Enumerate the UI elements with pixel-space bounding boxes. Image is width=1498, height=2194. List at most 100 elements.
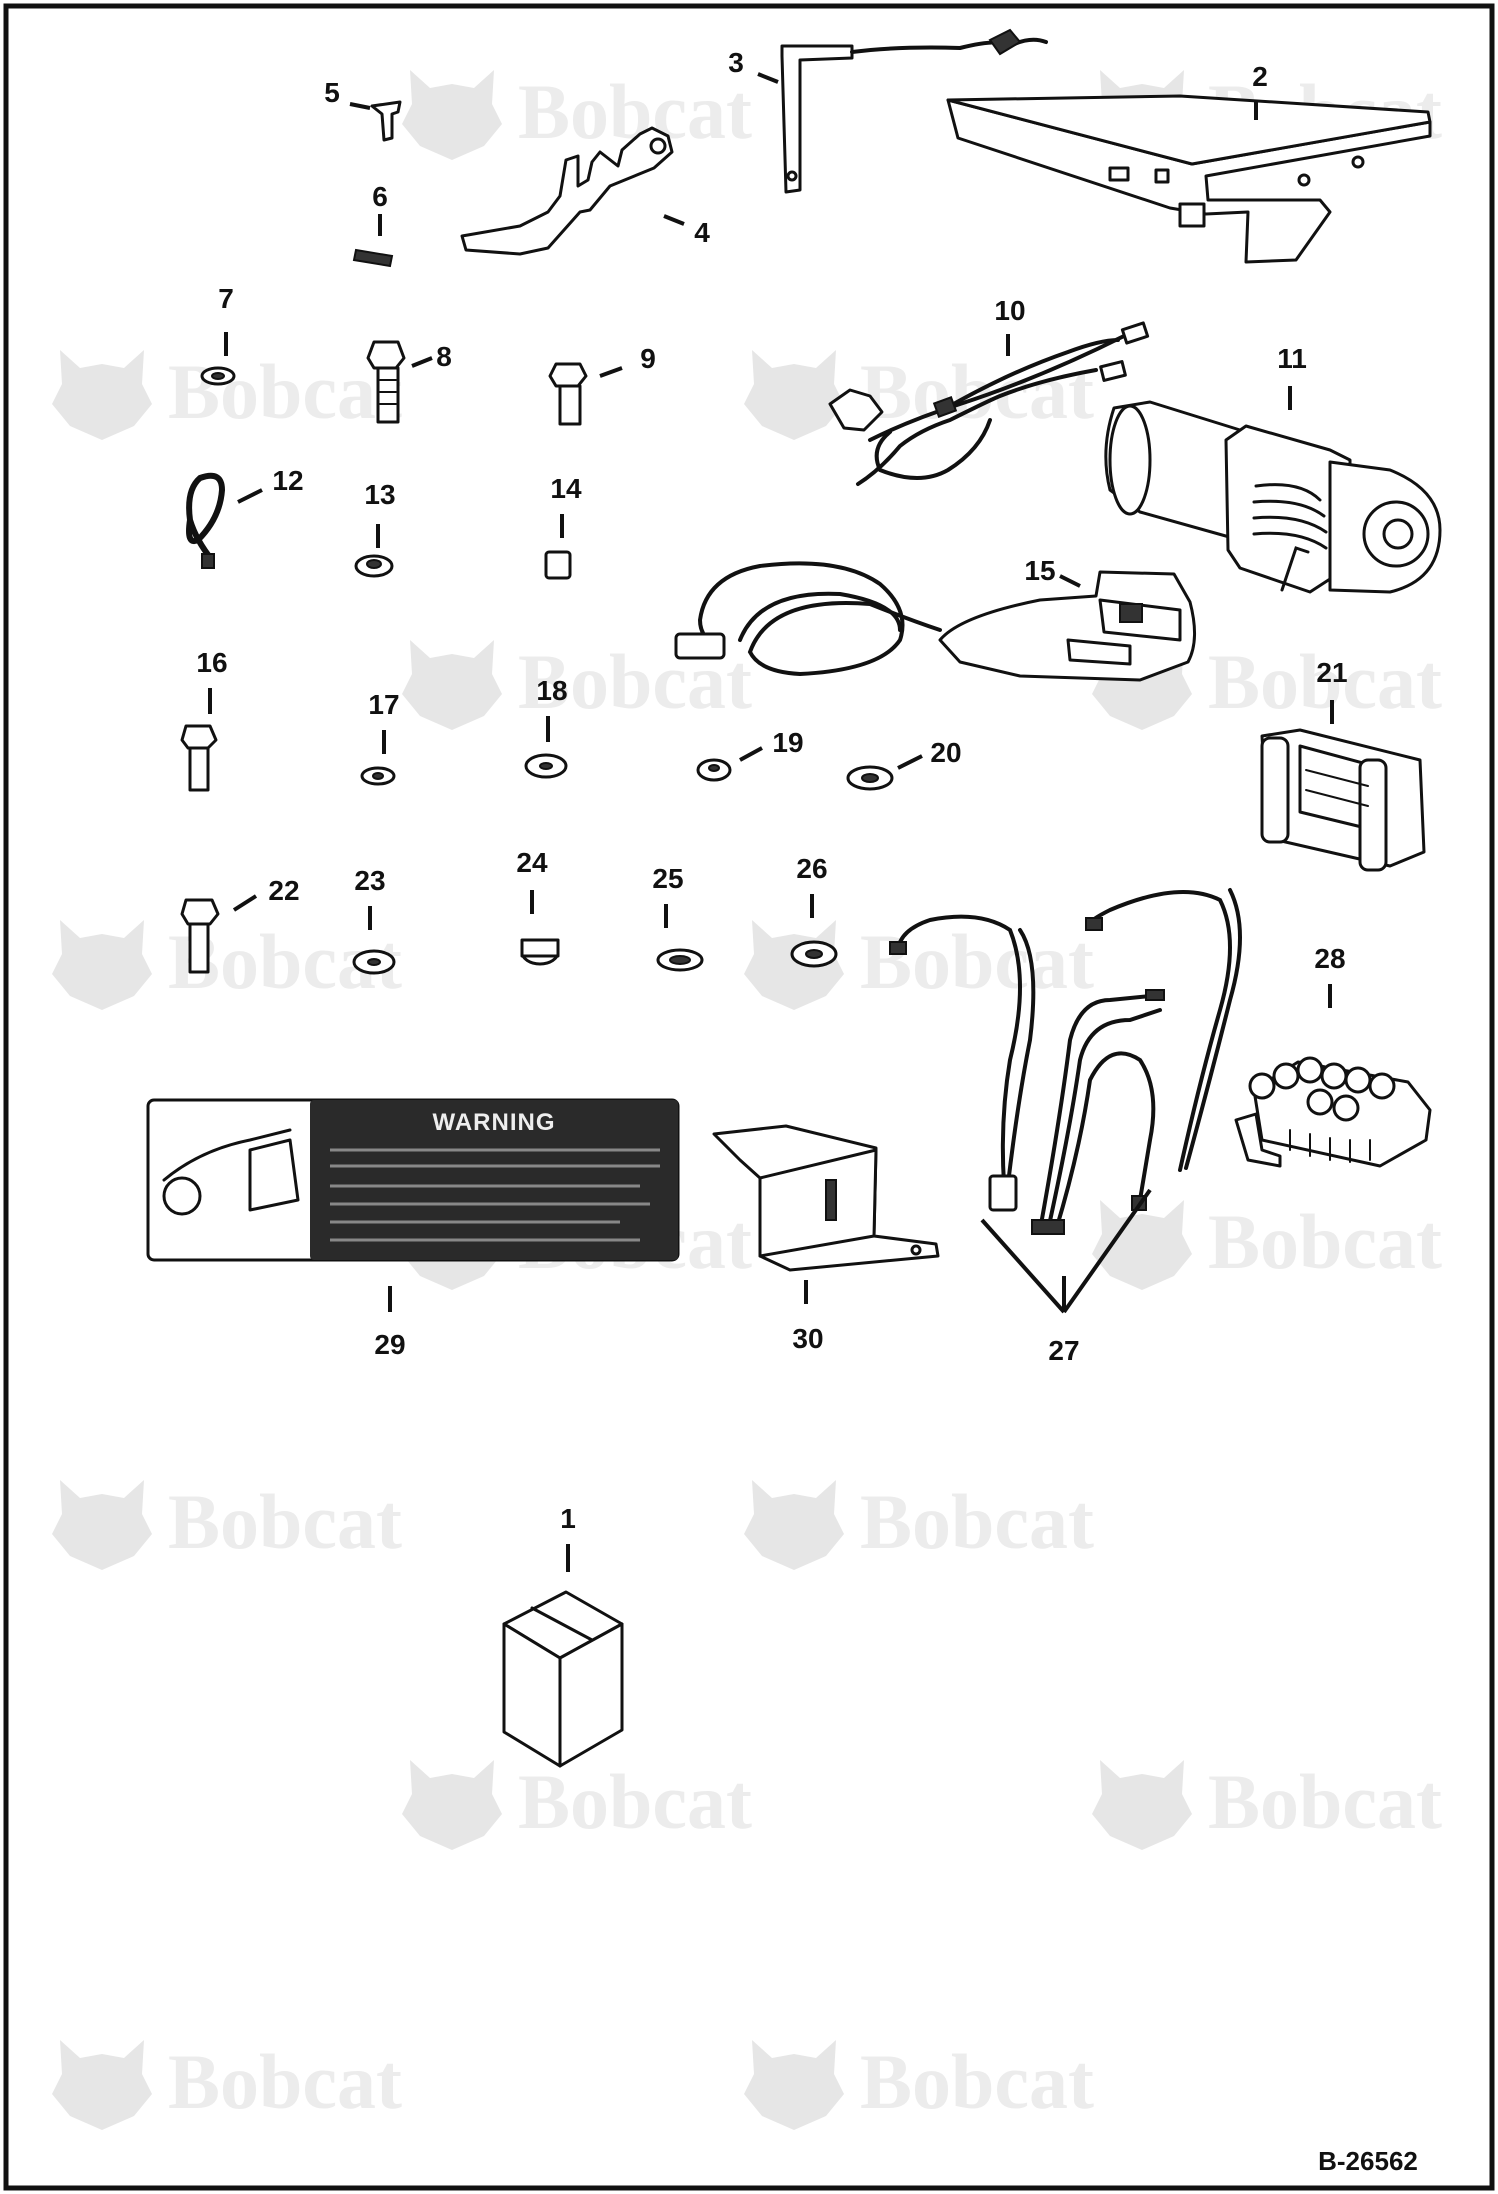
part-25-washer <box>656 948 704 972</box>
watermark: Bobcat <box>52 1478 402 1570</box>
part-1-kit-box <box>502 1590 624 1768</box>
bobcat-logo-icon <box>52 2040 152 2130</box>
watermark: Bobcat <box>1092 1758 1442 1850</box>
part-11-winch <box>1104 400 1442 594</box>
part-24-nut <box>520 938 560 966</box>
watermark: Bobcat <box>744 2038 1094 2130</box>
watermark-text: Bobcat <box>168 1478 402 1565</box>
watermark-text: Bobcat <box>168 2038 402 2125</box>
callout-16: 16 <box>196 647 227 678</box>
part-12-strap <box>186 472 226 569</box>
callout-1: 1 <box>560 1503 576 1534</box>
part-5-pin <box>370 100 402 142</box>
bobcat-logo-icon <box>744 1480 844 1570</box>
watermark-text: Bobcat <box>1208 1198 1442 1285</box>
bobcat-logo-icon <box>1092 1200 1192 1290</box>
part-30-bracket <box>712 1124 940 1272</box>
part-6-clip <box>352 248 394 268</box>
watermark-text: Bobcat <box>168 348 402 435</box>
watermark: Bobcat <box>744 348 1094 440</box>
part-20-washer <box>846 765 894 791</box>
watermark-text: Bobcat <box>860 2038 1094 2125</box>
callout-23: 23 <box>354 865 385 896</box>
part-3-lever <box>780 28 1048 194</box>
bobcat-logo-icon <box>402 640 502 730</box>
callout-30: 30 <box>792 1323 823 1354</box>
callout-4: 4 <box>694 217 710 248</box>
part-10-wiring-harness <box>828 321 1150 486</box>
watermark: Bobcat <box>744 1478 1094 1570</box>
part-9-bolt <box>548 362 588 426</box>
callout-13: 13 <box>364 479 395 510</box>
bobcat-logo-icon <box>1092 1760 1192 1850</box>
callout-12: 12 <box>272 465 303 496</box>
part-17-washer <box>360 766 396 786</box>
callout-7: 7 <box>218 283 234 314</box>
watermark: Bobcat <box>402 1758 752 1850</box>
bobcat-logo-icon <box>744 920 844 1010</box>
watermark-text: Bobcat <box>518 1758 752 1845</box>
part-29-decal: WARNING <box>146 1098 680 1262</box>
callout-14: 14 <box>550 473 582 504</box>
callout-17: 17 <box>368 689 399 720</box>
watermark-text: Bobcat <box>860 1478 1094 1565</box>
part-28-solenoid <box>1234 1056 1432 1168</box>
bobcat-logo-icon <box>744 350 844 440</box>
callout-3: 3 <box>728 47 744 78</box>
callout-29: 29 <box>374 1329 405 1360</box>
bobcat-logo-icon <box>52 1480 152 1570</box>
watermark: Bobcat <box>52 918 402 1010</box>
callout-20: 20 <box>930 737 961 768</box>
bobcat-logo-icon <box>402 70 502 160</box>
part-18-washer <box>524 753 568 779</box>
watermark: Bobcat <box>1092 638 1442 730</box>
part-23-washer <box>352 949 396 975</box>
callout-6: 6 <box>372 181 388 212</box>
watermark: Bobcat <box>52 2038 402 2130</box>
watermark: Bobcat <box>402 638 752 730</box>
part-16-bolt <box>180 724 218 792</box>
watermark: Bobcat <box>744 918 1094 1010</box>
leader-lines <box>208 72 1334 1572</box>
callout-11: 11 <box>1277 343 1307 374</box>
callout-21: 21 <box>1316 657 1347 688</box>
callout-27: 27 <box>1048 1335 1079 1366</box>
page-border <box>3 3 1495 2191</box>
callout-26: 26 <box>796 853 827 884</box>
part-4-bracket <box>460 126 674 256</box>
part-15-remote-control <box>674 561 1196 682</box>
bobcat-logo-icon <box>402 1760 502 1850</box>
part-26-washer <box>790 940 838 968</box>
callout-2: 2 <box>1252 61 1268 92</box>
callout-labels: 1 2 3 4 5 6 7 8 9 10 11 12 13 14 15 16 1… <box>196 47 1347 1534</box>
callout-28: 28 <box>1314 943 1345 974</box>
watermark-text: Bobcat <box>1208 638 1442 725</box>
bobcat-logo-icon <box>52 350 152 440</box>
part-2-mount-frame <box>946 94 1432 264</box>
callout-5: 5 <box>324 77 340 108</box>
watermark: Bobcat <box>52 348 402 440</box>
drawing-number: B-26562 <box>1318 2146 1418 2176</box>
callout-10: 10 <box>994 295 1025 326</box>
decal-heading: WARNING <box>433 1109 556 1136</box>
callout-24: 24 <box>516 847 548 878</box>
watermark-text: Bobcat <box>860 918 1094 1005</box>
callout-25: 25 <box>652 863 683 894</box>
callout-19: 19 <box>772 727 803 758</box>
bobcat-logo-icon <box>744 2040 844 2130</box>
callout-15: 15 <box>1024 555 1055 586</box>
bobcat-logo-icon <box>52 920 152 1010</box>
part-19-nut <box>696 758 732 782</box>
part-13-nut <box>354 554 394 578</box>
callout-8: 8 <box>436 341 452 372</box>
watermark-text: Bobcat <box>1208 1758 1442 1845</box>
part-21-fairlead <box>1260 728 1426 872</box>
callout-18: 18 <box>536 675 567 706</box>
callout-9: 9 <box>640 343 656 374</box>
part-8-bolt <box>366 340 406 424</box>
part-22-bolt <box>180 898 220 974</box>
callout-22: 22 <box>268 875 299 906</box>
part-7-washer <box>200 366 236 386</box>
watermark: Bobcat <box>1092 1198 1442 1290</box>
